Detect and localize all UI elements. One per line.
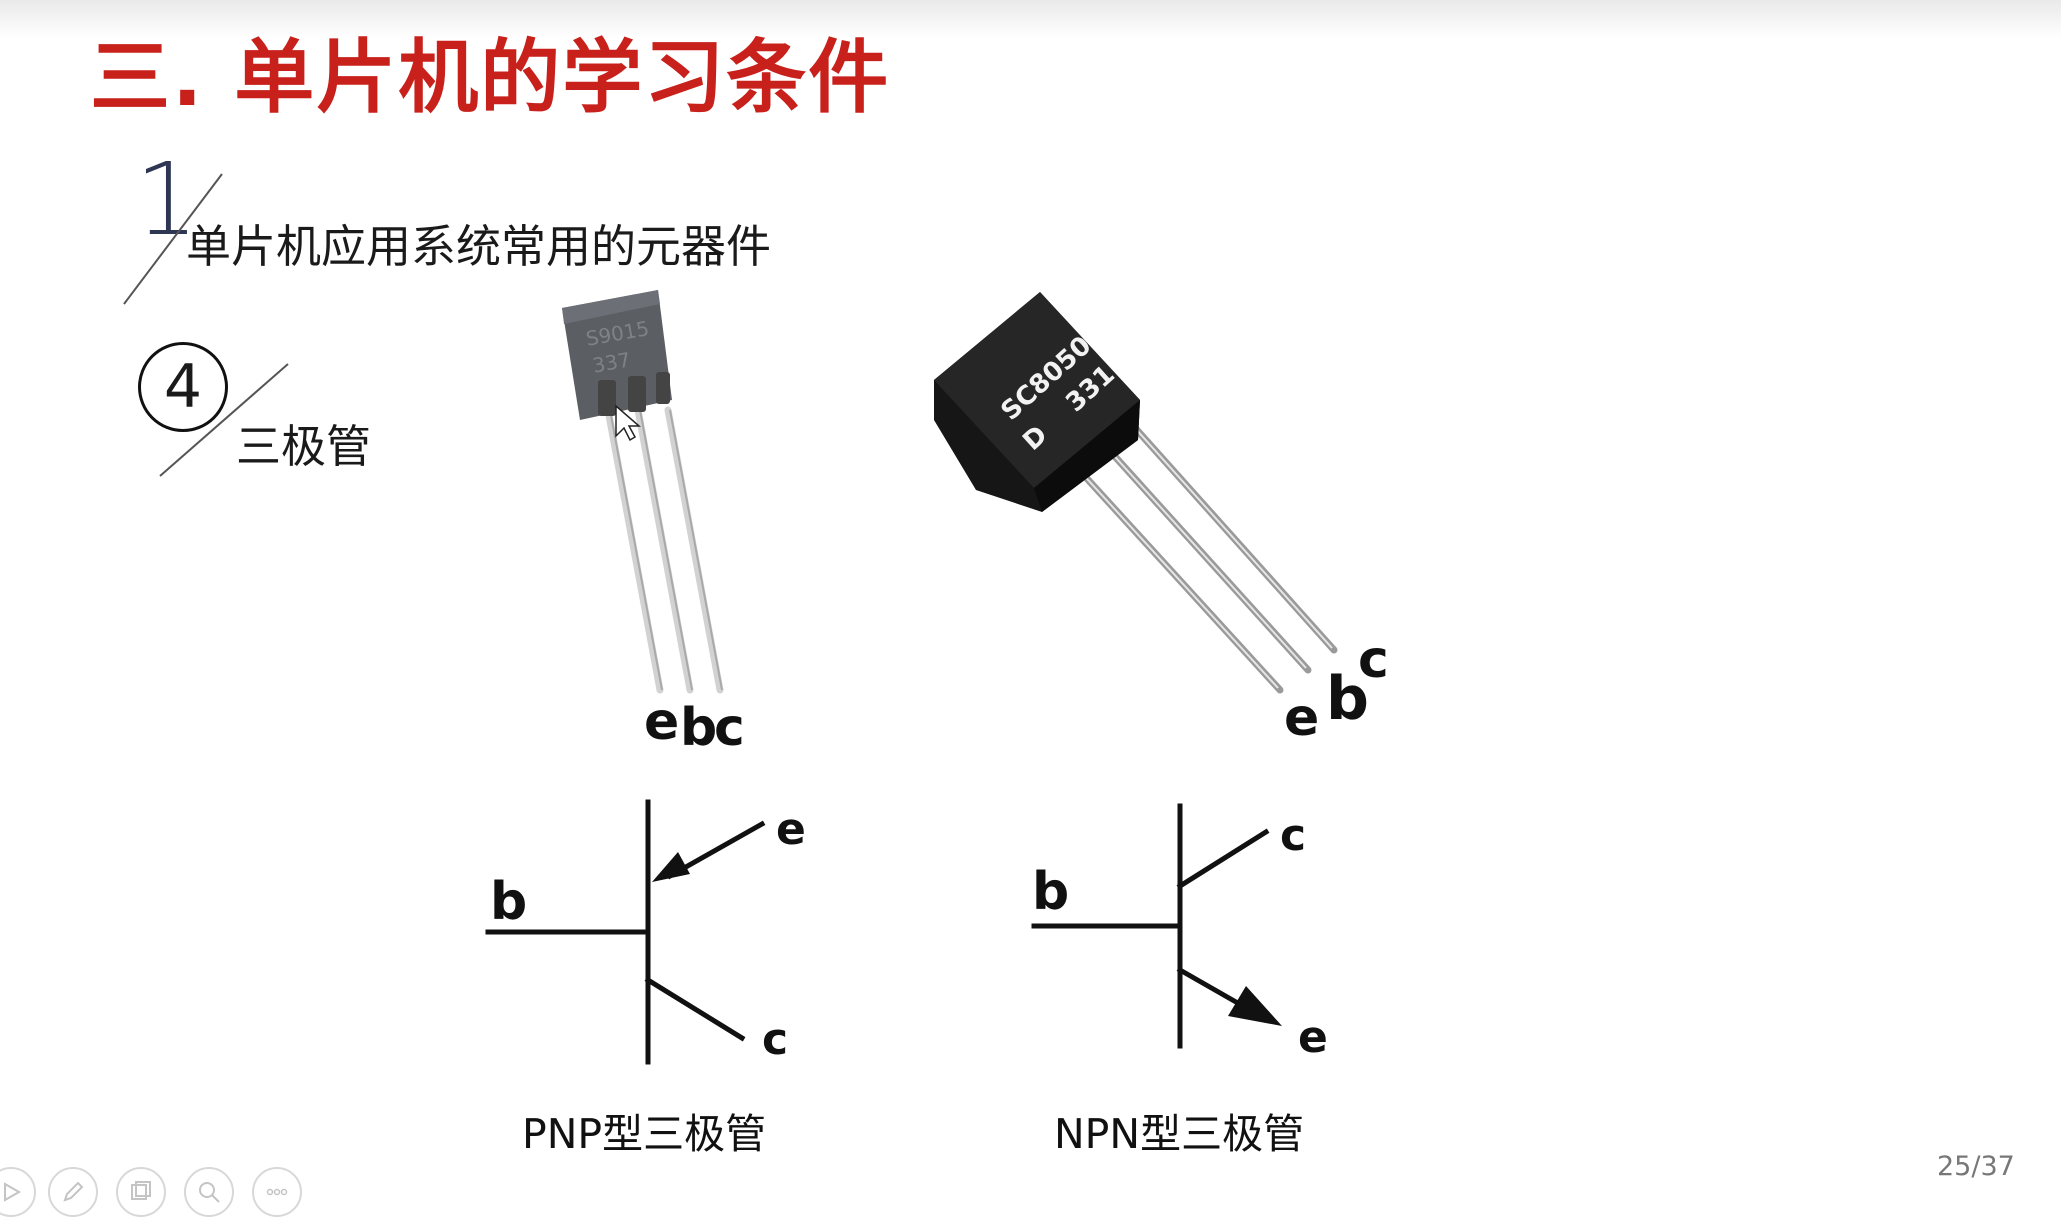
small-transistor-photo: S9015 337	[562, 290, 724, 694]
section-slash-decoration	[123, 173, 223, 305]
npn-label-c: c	[1280, 810, 1307, 861]
zoom-icon[interactable]	[184, 1167, 234, 1217]
small-pin-b: b	[680, 698, 718, 758]
play-icon[interactable]	[0, 1167, 36, 1217]
pnp-caption: PNP型三极管	[522, 1110, 767, 1158]
large-pin-c: c	[1358, 630, 1389, 690]
pnp-label-e: e	[776, 804, 806, 855]
large-pin-b: b	[1326, 664, 1369, 734]
large-pin-e: e	[1284, 688, 1320, 748]
mouse-cursor-icon	[615, 404, 642, 442]
npn-symbol	[1031, 803, 1282, 1049]
pnp-symbol	[485, 799, 766, 1065]
pnp-label-b: b	[490, 872, 528, 932]
section-title: 单片机应用系统常用的元器件	[186, 220, 772, 273]
pnp-emitter-arrow-icon	[652, 852, 690, 882]
slides-icon[interactable]	[116, 1167, 166, 1217]
item-number: 4	[163, 352, 203, 422]
npn-caption: NPN型三极管	[1054, 1110, 1305, 1158]
pen-icon[interactable]	[48, 1167, 98, 1217]
item-slash-decoration	[159, 363, 289, 477]
npn-emitter-arrow-icon	[1228, 986, 1282, 1026]
more-icon[interactable]	[252, 1167, 302, 1217]
top-shadow-band	[0, 0, 2061, 38]
item-title: 三极管	[236, 420, 372, 473]
item-number-circle: 4	[138, 342, 228, 432]
page-indicator: 25/37	[1937, 1151, 2015, 1182]
pnp-label-c: c	[762, 1014, 789, 1065]
large-transistor-photo: SC8050 D 331	[934, 292, 1338, 694]
section-number: 1	[135, 141, 199, 258]
slide-title: 三. 单片机的学习条件	[90, 31, 891, 124]
small-pin-c: c	[714, 698, 745, 758]
small-pin-e: e	[644, 692, 680, 752]
npn-label-b: b	[1032, 862, 1070, 922]
npn-label-e: e	[1298, 1012, 1328, 1063]
